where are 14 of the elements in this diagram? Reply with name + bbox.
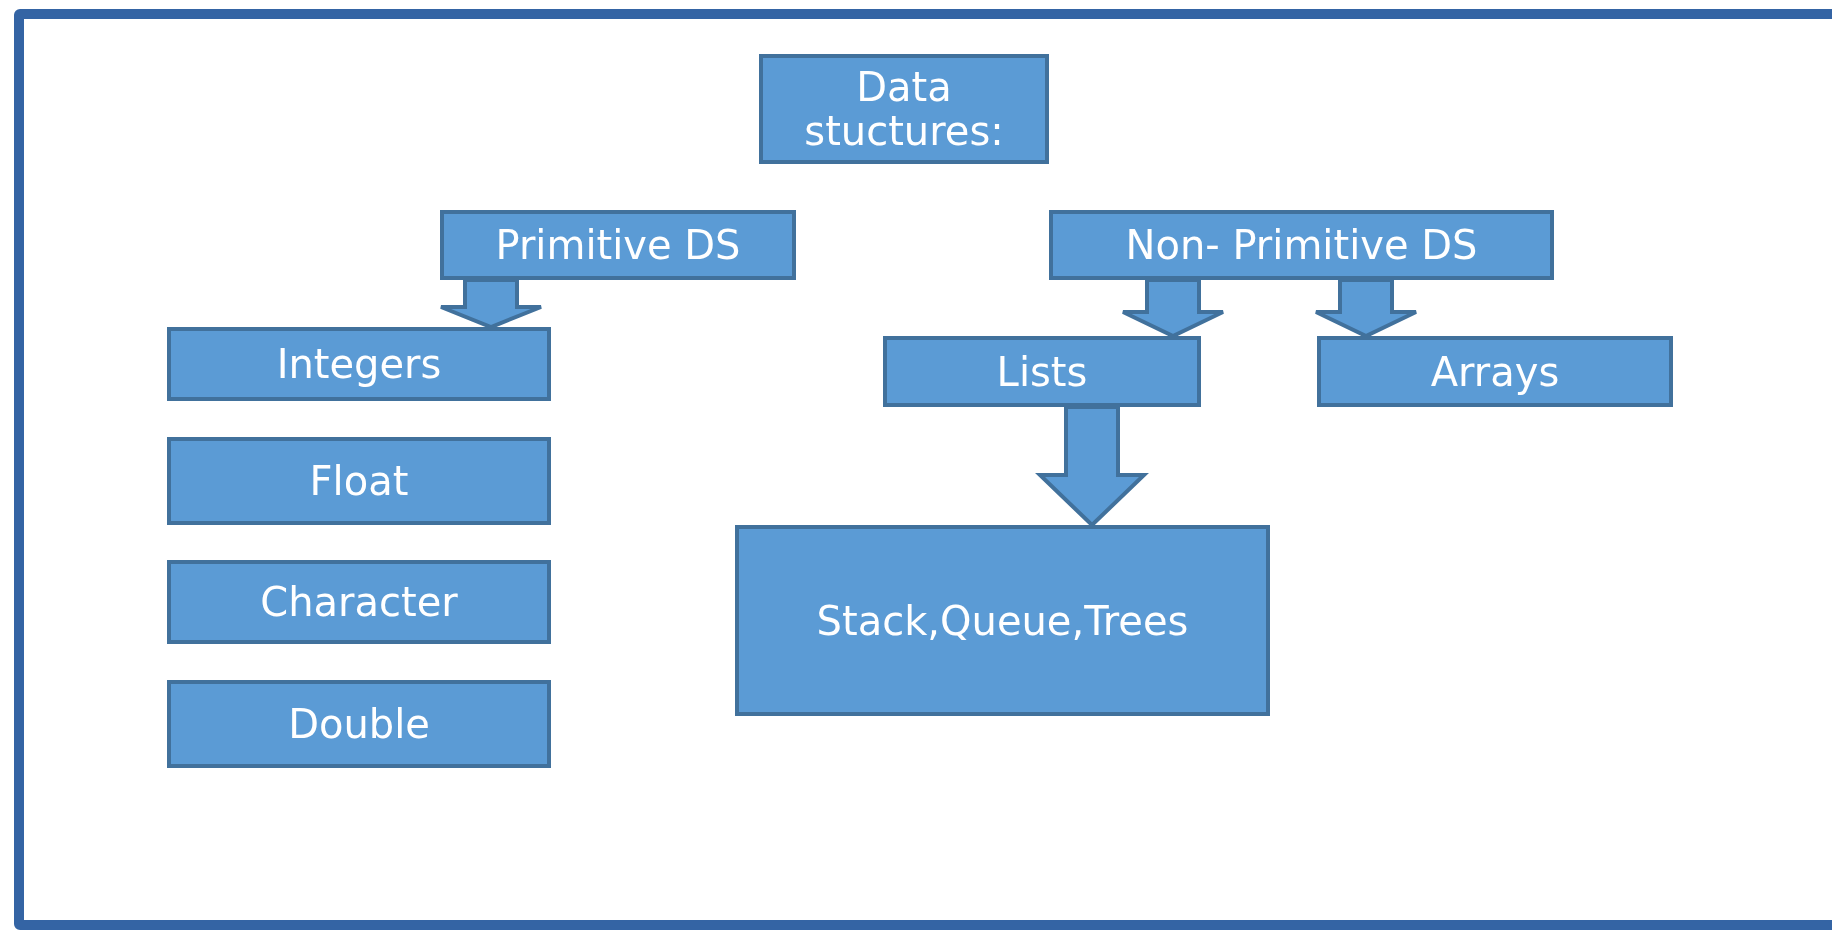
process-box: Double bbox=[167, 680, 551, 768]
process-box: Data stuctures: bbox=[759, 54, 1049, 164]
process-box: Float bbox=[167, 437, 551, 525]
block-arrow bbox=[1314, 278, 1418, 339]
block-arrow bbox=[1035, 405, 1149, 528]
process-box: Character bbox=[167, 560, 551, 644]
process-box: Non- Primitive DS bbox=[1049, 210, 1554, 280]
block-arrow bbox=[439, 278, 543, 330]
process-box: Primitive DS bbox=[440, 210, 796, 280]
process-box: Lists bbox=[883, 336, 1201, 407]
process-box: Arrays bbox=[1317, 336, 1673, 407]
process-box: Stack,Queue,Trees bbox=[735, 525, 1270, 716]
block-arrow bbox=[1121, 278, 1225, 339]
process-box: Integers bbox=[167, 327, 551, 401]
